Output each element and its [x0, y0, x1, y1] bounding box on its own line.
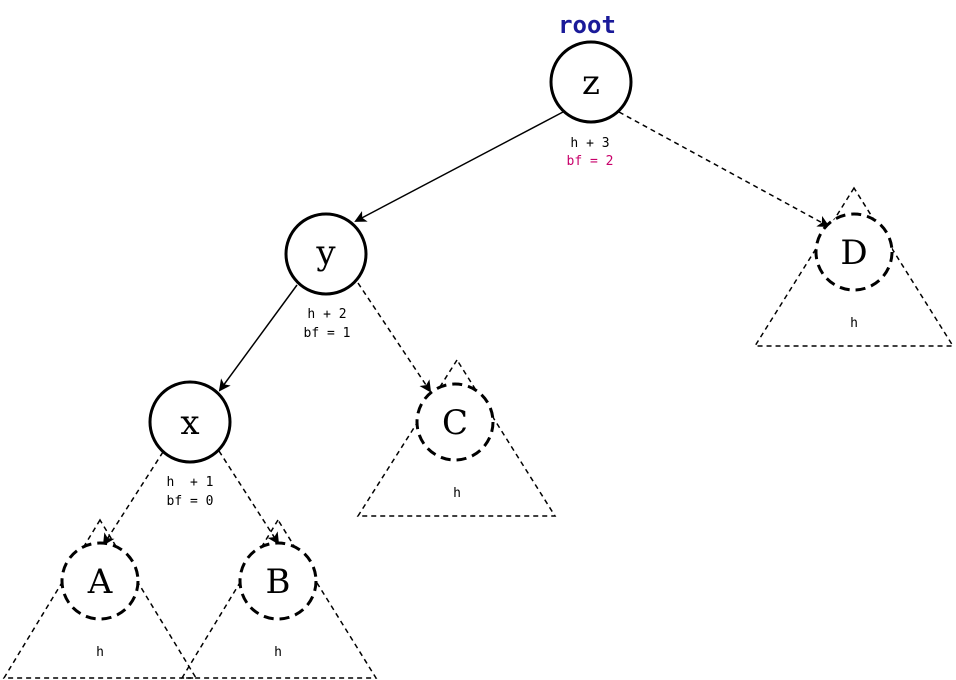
node-x-bf: bf = 0: [167, 494, 214, 509]
subtree-d-triangle: [753, 186, 955, 347]
subtree-c-label: C: [442, 403, 468, 443]
node-x: [148, 380, 232, 464]
node-z-height: h + 3: [570, 136, 609, 151]
node-x-height: h + 1: [167, 475, 214, 490]
subtree-c-triangle: [356, 358, 557, 517]
subtree-d-label: D: [840, 233, 867, 273]
subtree-b-triangle: [180, 518, 378, 679]
edge-x-a: [102, 451, 164, 546]
node-z-label: z: [582, 63, 600, 103]
edge-y-x: [218, 284, 298, 392]
root-label: root: [558, 11, 616, 39]
subtree-a-height: h: [96, 645, 104, 660]
node-y-label: y: [315, 233, 336, 273]
subtree-a-triangle: [2, 518, 198, 679]
node-y-height: h + 2: [307, 307, 346, 322]
subtree-c-root: [415, 382, 495, 462]
subtree-c-height: h: [453, 486, 461, 501]
edge-y-c: [357, 282, 432, 393]
subtree-d-root: [814, 212, 894, 292]
node-z-bf: bf = 2: [567, 154, 614, 169]
node-y: [284, 212, 368, 296]
edge-z-y: [354, 111, 564, 222]
subtree-b-label: B: [266, 562, 291, 602]
node-y-bf: bf = 1: [304, 326, 351, 341]
subtree-a-label: A: [87, 562, 113, 602]
edge-x-b: [218, 450, 280, 545]
subtree-b-root: [238, 541, 318, 621]
subtree-d-height: h: [850, 316, 858, 331]
edge-z-d: [618, 111, 830, 227]
node-x-label: x: [180, 403, 199, 443]
node-z: [549, 40, 633, 124]
subtree-a-root: [60, 541, 140, 621]
subtree-b-height: h: [274, 645, 282, 660]
